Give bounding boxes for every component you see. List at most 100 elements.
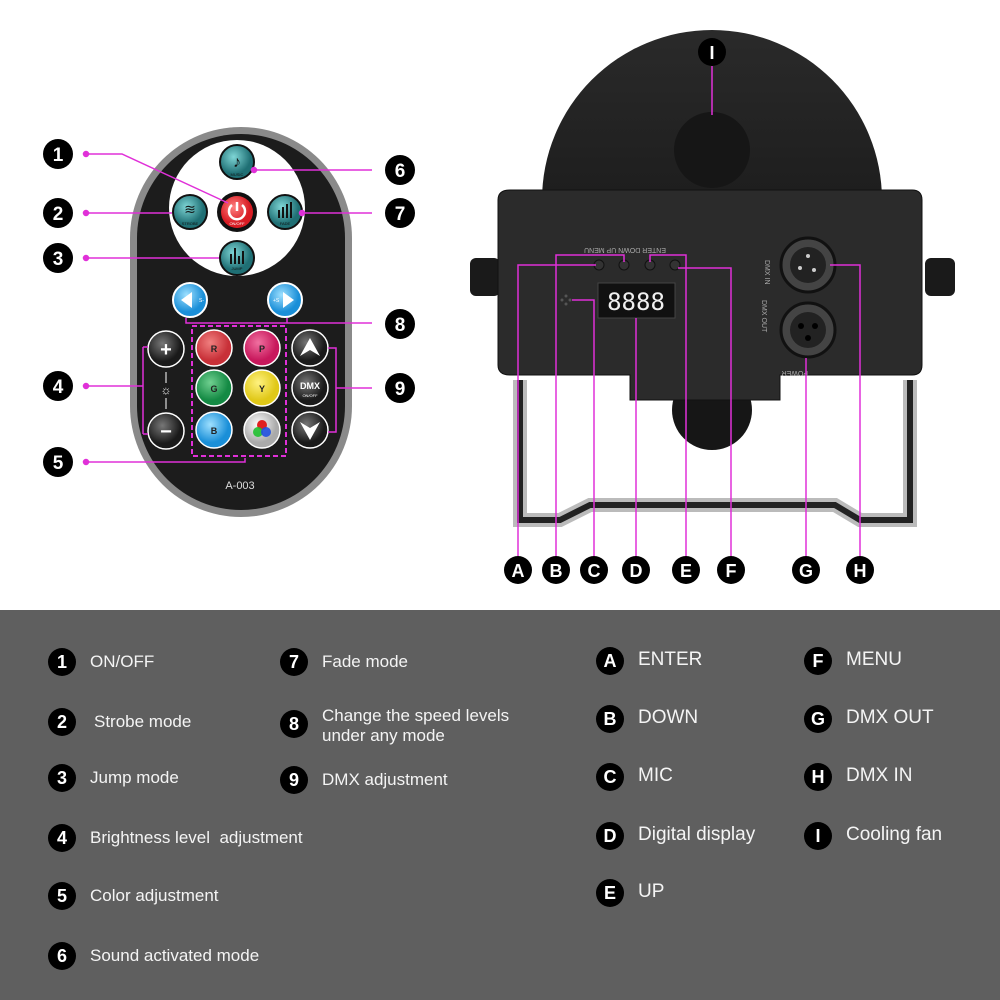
- legend-item: B DOWN: [596, 705, 699, 733]
- legend-text: ON/OFF: [90, 652, 155, 671]
- legend-text: UP: [638, 881, 665, 902]
- brightness-icon: ☼: [161, 383, 172, 397]
- legend-text: ENTER: [638, 649, 703, 670]
- legend-badge: 4: [48, 824, 76, 852]
- dmx-up-button[interactable]: [291, 329, 329, 367]
- color-rgb-button[interactable]: [243, 411, 281, 449]
- callout-1: 1: [43, 139, 73, 169]
- svg-text:6: 6: [395, 161, 406, 182]
- right-knob[interactable]: [925, 258, 955, 296]
- legend-text: Cooling fan: [846, 824, 943, 845]
- callout-D: D: [622, 556, 650, 584]
- callout-B: B: [542, 556, 570, 584]
- svg-text:♪: ♪: [233, 154, 241, 171]
- color-pink-button[interactable]: P: [243, 329, 281, 367]
- svg-text:MUSIC: MUSIC: [231, 172, 244, 177]
- dmx-down-button[interactable]: [291, 411, 329, 449]
- svg-text:7: 7: [395, 204, 406, 225]
- dmx-in-port[interactable]: [779, 236, 837, 294]
- color-green-button[interactable]: G: [195, 369, 233, 407]
- callout-C: C: [580, 556, 608, 584]
- legend-text: DMX adjustment: [322, 770, 448, 789]
- svg-text:+: +: [160, 339, 172, 361]
- legend-text: Digital display: [638, 824, 756, 845]
- legend-badge: C: [596, 763, 624, 791]
- callout-E: E: [672, 556, 700, 584]
- legend-badge: G: [804, 705, 832, 733]
- legend-badge: F: [804, 647, 832, 675]
- color-yellow-button[interactable]: Y: [243, 369, 281, 407]
- menu-button[interactable]: [669, 259, 681, 271]
- cooling-fan-grille: [674, 112, 750, 188]
- svg-text:JUMP: JUMP: [232, 266, 243, 271]
- svg-text:DMX: DMX: [300, 381, 320, 391]
- legend-text: Jump mode: [90, 768, 179, 787]
- svg-text:S-: S-: [199, 298, 204, 304]
- legend-badge: 2: [48, 708, 76, 736]
- brightness-minus-button[interactable]: −: [147, 412, 185, 450]
- svg-text:ON/OFF: ON/OFF: [229, 221, 245, 226]
- callout-G: G: [792, 556, 820, 584]
- svg-text:9: 9: [395, 379, 406, 400]
- brightness-plus-button[interactable]: +: [147, 330, 185, 368]
- callout-8: 8: [385, 309, 415, 339]
- callout-F: F: [717, 556, 745, 584]
- svg-text:5: 5: [53, 453, 64, 474]
- legend-badge: 1: [48, 648, 76, 676]
- legend-item: F MENU: [804, 647, 902, 675]
- svg-text:3: 3: [53, 249, 64, 270]
- legend-text: Color adjustment: [90, 886, 219, 905]
- svg-text:2: 2: [53, 204, 64, 225]
- light-device: ENTER DOWN UP MENU 8888 DMX IN DMX OUT P…: [470, 30, 955, 527]
- jump-button[interactable]: JUMP: [219, 240, 255, 276]
- strobe-button[interactable]: ≋STROBE: [172, 194, 208, 230]
- svg-text:ON/OFF: ON/OFF: [302, 393, 318, 398]
- color-red-button[interactable]: R: [195, 329, 233, 367]
- callout-7: 7: [385, 198, 415, 228]
- fade-button[interactable]: FADE: [267, 194, 303, 230]
- control-panel: [497, 189, 923, 401]
- legend-text: MENU: [846, 649, 902, 670]
- legend-text: DOWN: [638, 707, 699, 728]
- legend-text: DMX OUT: [846, 707, 934, 728]
- power-button[interactable]: ON/OFF: [217, 192, 257, 232]
- model-label: A-003: [225, 480, 254, 492]
- dmx-out-port[interactable]: [779, 301, 837, 359]
- callout-H: H: [846, 556, 874, 584]
- left-knob[interactable]: [470, 258, 500, 296]
- remote-callout-lines: [82, 150, 372, 466]
- color-blue-button[interactable]: B: [195, 411, 233, 449]
- callout-I: I: [698, 38, 726, 66]
- dmx-onoff-button[interactable]: DMX ON/OFF: [291, 369, 329, 407]
- remote-control: ♪MUSIC ≋STROBE ON/OFF FADE JUMP S- +S + …: [130, 127, 352, 517]
- callout-6: 6: [385, 155, 415, 185]
- svg-text:POWER: POWER: [782, 369, 808, 376]
- callout-5: 5: [43, 447, 73, 477]
- speed-up-button[interactable]: +S: [267, 282, 303, 318]
- legend-text: Change the speed levels under any mode: [322, 706, 510, 745]
- svg-text:D: D: [630, 561, 643, 581]
- legend-badge: B: [596, 705, 624, 733]
- legend-text: Fade mode: [322, 652, 408, 671]
- legend-badge: H: [804, 763, 832, 791]
- speed-down-button[interactable]: S-: [172, 282, 208, 318]
- svg-text:DMX OUT: DMX OUT: [760, 300, 767, 333]
- svg-text:G: G: [799, 561, 813, 581]
- svg-text:4: 4: [53, 377, 64, 398]
- callout-A: A: [504, 556, 532, 584]
- legend-text: DMX IN: [846, 765, 913, 786]
- music-button[interactable]: ♪MUSIC: [219, 144, 255, 180]
- callout-4: 4: [43, 371, 73, 401]
- svg-text:+S: +S: [273, 298, 280, 304]
- svg-text:Y: Y: [259, 384, 265, 394]
